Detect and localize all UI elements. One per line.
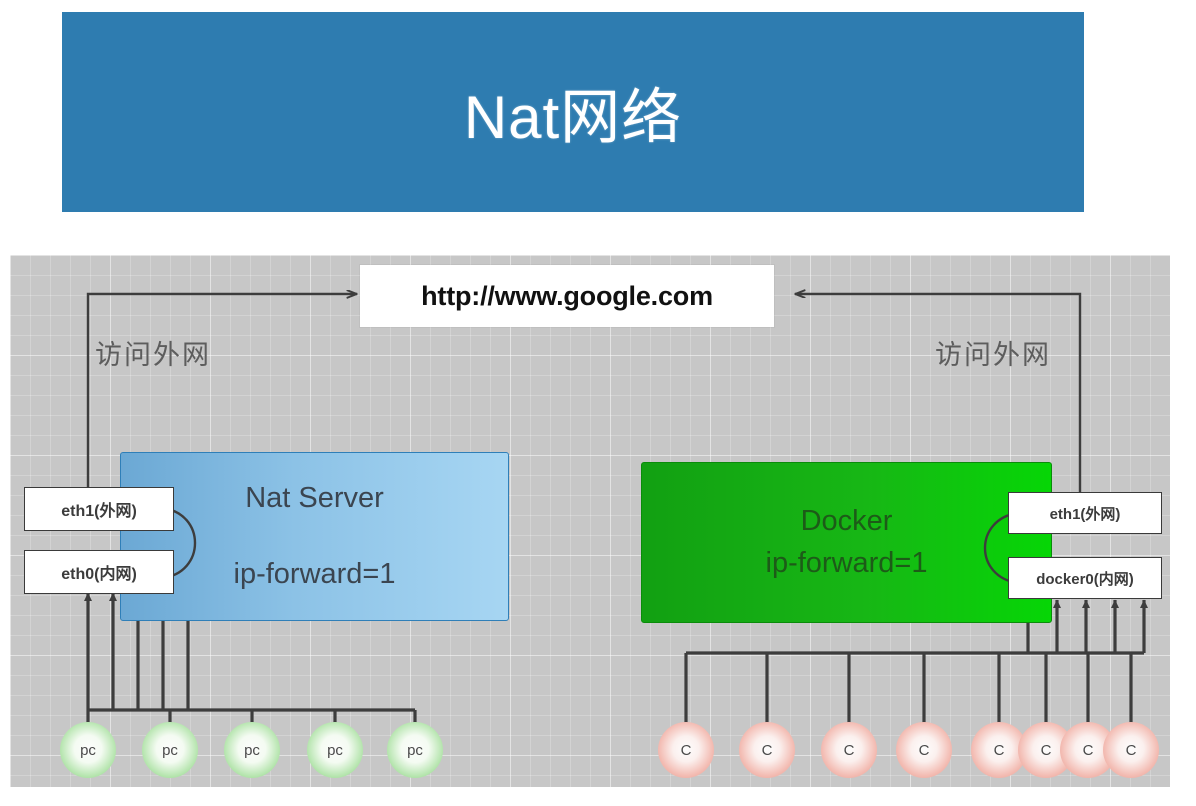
container-node[interactable]: C [1103,722,1159,778]
container-node[interactable]: C [896,722,952,778]
node-label: C [1040,741,1052,759]
container-node[interactable]: C [658,722,714,778]
annotation-access-external-right: 访问外网 [935,340,1051,370]
pc-node[interactable]: pc [224,722,280,778]
node-label: pc [327,741,343,759]
interface-eth1-external-right[interactable]: eth1(外网) [1008,492,1162,534]
url-address-box[interactable]: http://www.google.com [360,265,774,327]
pc-node[interactable]: pc [307,722,363,778]
nat-server-ipforward: ip-forward=1 [233,557,396,590]
interface-label: eth1(外网) [61,503,137,520]
container-node[interactable]: C [739,722,795,778]
node-label: C [1125,741,1137,759]
node-label: C [993,741,1005,759]
container-node[interactable]: C [971,722,1027,778]
node-label: C [918,741,930,759]
container-node[interactable]: C [821,722,877,778]
url-text: http://www.google.com [421,280,713,311]
pc-node[interactable]: pc [60,722,116,778]
nat-server-box[interactable]: Nat Server ip-forward=1 [120,452,509,621]
interface-eth1-external-left[interactable]: eth1(外网) [24,487,174,531]
nat-server-title: Nat Server [245,482,384,515]
interface-label: eth1(外网) [1049,505,1121,523]
node-label: C [761,741,773,759]
interface-eth0-internal-left[interactable]: eth0(内网) [24,550,174,594]
node-label: C [1082,741,1094,759]
node-label: C [843,741,855,759]
node-label: pc [244,741,260,759]
title-banner: Nat网络 [62,12,1084,212]
node-label: C [680,741,692,759]
docker-title: Docker [800,505,893,538]
interface-label: eth0(内网) [61,566,137,583]
pc-node[interactable]: pc [142,722,198,778]
interface-label: docker0(内网) [1036,570,1134,588]
interface-docker0-internal-right[interactable]: docker0(内网) [1008,557,1162,599]
page-title: Nat网络 [463,83,683,151]
node-label: pc [80,741,96,759]
docker-box[interactable]: Docker ip-forward=1 [641,462,1052,623]
node-label: pc [162,741,178,759]
annotation-access-external-left: 访问外网 [95,340,211,370]
network-diagram-canvas: 访问外网 访问外网 Nat Server ip-forward=1 Docker… [10,255,1170,787]
interface-loop-connectors [161,506,1019,585]
docker-ipforward: ip-forward=1 [765,546,928,579]
node-label: pc [407,741,423,759]
pc-node[interactable]: pc [387,722,443,778]
